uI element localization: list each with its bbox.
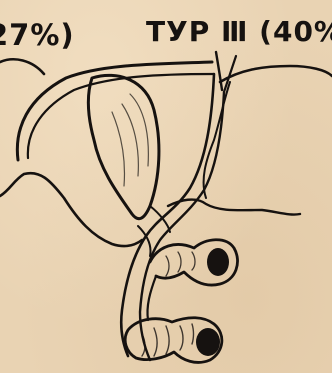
type-pointer-line-a — [216, 52, 222, 90]
left-lobe-lower — [0, 173, 142, 246]
left-pointer-line — [0, 59, 44, 74]
right-lobe-lower — [168, 200, 300, 215]
bowel-folds — [142, 324, 194, 356]
left-lobe-inner — [28, 74, 214, 158]
duct-left — [121, 74, 214, 356]
bowel-connection — [147, 276, 156, 320]
bowel-lumen-upper — [207, 248, 229, 276]
gallbladder-shading — [112, 94, 148, 186]
bowel-lumen-lower — [196, 328, 220, 356]
right-lobe-outline — [220, 66, 332, 82]
